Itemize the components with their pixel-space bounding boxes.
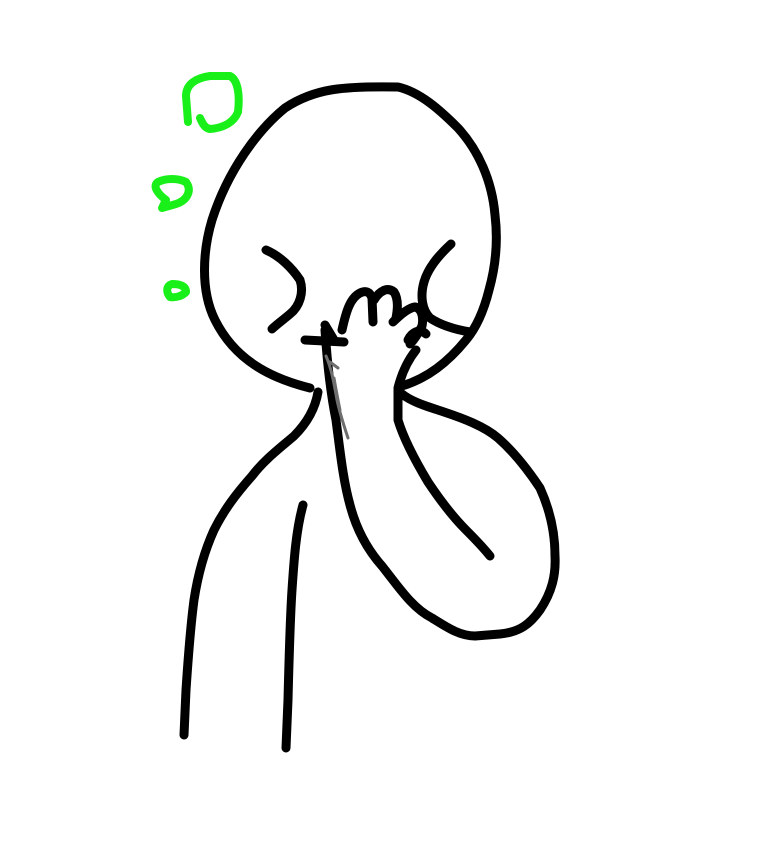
wrist-line bbox=[393, 345, 421, 393]
sweat-drop-large bbox=[182, 72, 243, 133]
left-eye bbox=[261, 245, 307, 334]
finger-tip bbox=[403, 326, 431, 345]
arm-outline bbox=[320, 325, 560, 641]
arm-inner-line bbox=[393, 385, 495, 561]
torso-left-outline bbox=[179, 387, 323, 740]
sweat-drop-medium bbox=[151, 175, 193, 212]
right-eye bbox=[417, 239, 475, 337]
torso-inner-line bbox=[281, 500, 308, 753]
head-outline bbox=[200, 82, 501, 393]
sweat-drop-small bbox=[163, 280, 190, 302]
sketch-marks bbox=[324, 354, 350, 440]
